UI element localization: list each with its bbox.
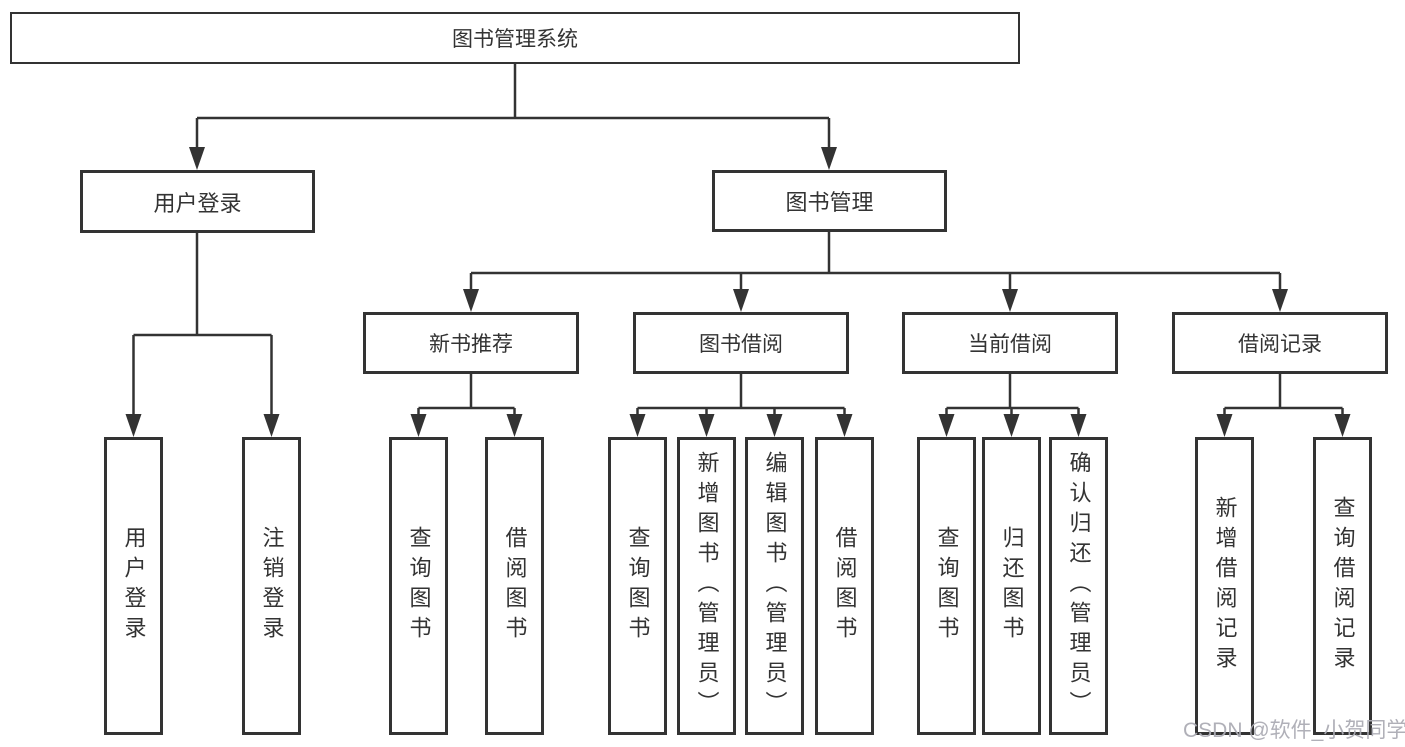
node-label: 图书管理系统 — [452, 28, 578, 51]
node-label: 借阅记录 — [1238, 333, 1322, 356]
leaf-return-books: 归还图书 — [982, 437, 1041, 735]
node-label: 查询图书 — [406, 526, 432, 646]
node-library-management-system: 图书管理系统 — [10, 12, 1020, 64]
node-label: 用户登录 — [121, 526, 147, 646]
node-user-login: 用户登录 — [80, 170, 315, 233]
leaf-add-borrow-record: 新增借阅记录 — [1195, 437, 1254, 735]
node-label: 当前借阅 — [968, 333, 1052, 356]
node-label: 图书借阅 — [699, 333, 783, 356]
leaf-query-books-current: 查询图书 — [917, 437, 976, 735]
leaf-query-books-recommend: 查询图书 — [389, 437, 448, 735]
node-new-book-recommend: 新书推荐 — [363, 312, 579, 374]
node-label: 确认归还（管理员） — [1066, 451, 1092, 721]
leaf-user-login: 用户登录 — [104, 437, 163, 735]
node-label: 借阅图书 — [832, 526, 858, 646]
leaf-edit-book-admin: 编辑图书（管理员） — [745, 437, 804, 735]
arrowheads — [125, 147, 1351, 437]
leaf-logout-login: 注销登录 — [242, 437, 301, 735]
node-label: 新增借阅记录 — [1212, 496, 1238, 676]
node-label: 借阅图书 — [502, 526, 528, 646]
node-label: 编辑图书（管理员） — [762, 451, 788, 721]
node-label: 归还图书 — [999, 526, 1025, 646]
leaf-query-borrow-record: 查询借阅记录 — [1313, 437, 1372, 735]
node-book-management: 图书管理 — [712, 170, 947, 232]
node-label: 图书管理 — [785, 190, 874, 215]
leaf-add-book-admin: 新增图书（管理员） — [677, 437, 736, 735]
csdn-watermark: CSDN @软件_小贺同学 — [1183, 719, 1405, 742]
leaf-borrow-books: 借阅图书 — [815, 437, 874, 735]
node-label: 查询借阅记录 — [1330, 496, 1356, 676]
node-label: 新增图书（管理员） — [694, 451, 720, 721]
node-book-borrowing: 图书借阅 — [633, 312, 849, 374]
leaf-confirm-return-admin: 确认归还（管理员） — [1049, 437, 1108, 735]
node-label: 查询图书 — [934, 526, 960, 646]
node-label: 注销登录 — [259, 526, 285, 646]
node-label: 新书推荐 — [429, 333, 513, 356]
node-current-borrowing: 当前借阅 — [902, 312, 1118, 374]
leaf-query-books-borrowing: 查询图书 — [608, 437, 667, 735]
node-label: 查询图书 — [625, 526, 651, 646]
node-borrowing-records: 借阅记录 — [1172, 312, 1388, 374]
node-label: 用户登录 — [153, 190, 242, 216]
leaf-borrow-books-recommend: 借阅图书 — [485, 437, 544, 735]
